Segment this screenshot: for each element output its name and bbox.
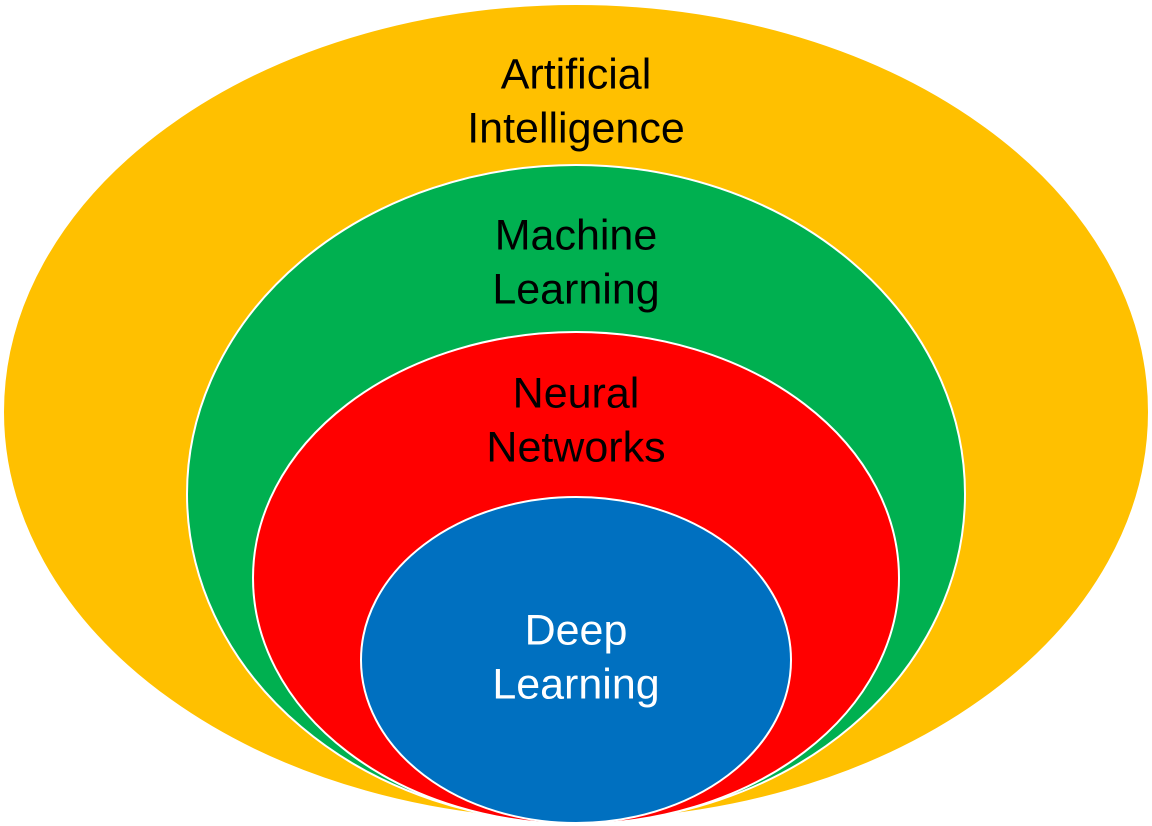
label-artificial-intelligence-line2: Intelligence	[467, 104, 685, 152]
label-machine-learning-line1: Machine	[495, 211, 658, 259]
label-artificial-intelligence-line1: Artificial	[501, 50, 652, 98]
label-deep-learning-line1: Deep	[525, 606, 628, 654]
label-neural-networks-line2: Networks	[486, 423, 665, 471]
label-deep-learning-line2: Learning	[492, 660, 659, 708]
label-neural-networks-line1: Neural	[513, 369, 640, 417]
label-machine-learning-line2: Learning	[492, 265, 659, 313]
ellipse-deep-learning	[360, 496, 792, 824]
ring-deep-learning: Deep Learning	[360, 496, 792, 824]
